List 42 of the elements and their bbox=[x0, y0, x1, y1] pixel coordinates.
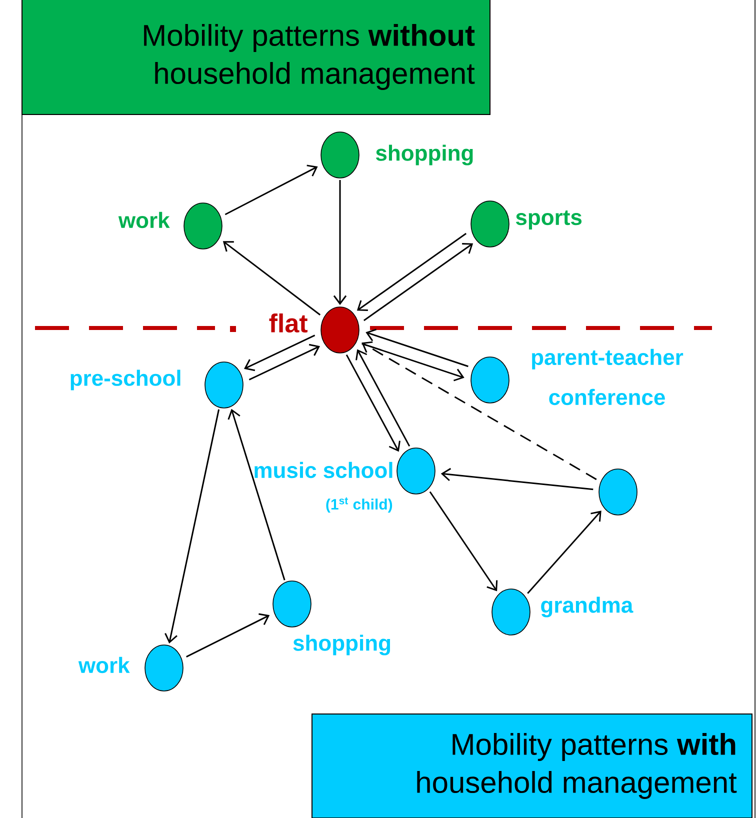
circle bbox=[470, 200, 510, 248]
arrow bbox=[346, 354, 400, 452]
circle-label: work bbox=[78, 656, 130, 674]
circle-label: pre-school bbox=[70, 370, 180, 390]
circle bbox=[396, 448, 436, 494]
arrow bbox=[164, 409, 220, 644]
circle bbox=[492, 588, 530, 636]
arrow bbox=[362, 341, 597, 480]
circle-label: flat bbox=[269, 313, 308, 333]
title-box: Mobility patterns with household management bbox=[312, 714, 752, 818]
arrow bbox=[429, 491, 498, 592]
arrow bbox=[363, 243, 474, 322]
arrow bbox=[356, 349, 410, 447]
arrow bbox=[248, 344, 320, 380]
arrow bbox=[440, 468, 594, 490]
circle-label: work bbox=[118, 212, 170, 228]
circle bbox=[204, 362, 244, 408]
arrow bbox=[222, 241, 321, 316]
circle bbox=[320, 132, 360, 178]
circle-label: shopping bbox=[293, 634, 390, 656]
circle bbox=[470, 356, 510, 404]
circle bbox=[598, 468, 638, 516]
circle-label: shopping bbox=[376, 144, 473, 166]
circle bbox=[144, 644, 184, 692]
circle-label: sports bbox=[516, 210, 582, 230]
circle bbox=[184, 202, 222, 250]
circle-label: parent-teacher conference bbox=[532, 348, 684, 406]
arrow bbox=[228, 408, 286, 580]
arrow bbox=[224, 164, 318, 216]
arrow bbox=[244, 334, 316, 372]
circle-label: grandma bbox=[541, 596, 634, 618]
arrow bbox=[333, 180, 347, 305]
circle-label: (1$^{st}$ child) bbox=[326, 497, 392, 513]
arrow bbox=[362, 342, 464, 382]
circle bbox=[320, 306, 360, 354]
arrow bbox=[186, 613, 270, 658]
circle-label: music school bbox=[254, 462, 392, 478]
title-box: Mobility patterns without household management bbox=[22, 0, 490, 115]
arrow bbox=[527, 510, 602, 594]
arrow bbox=[356, 232, 467, 311]
circle bbox=[272, 580, 312, 628]
arrow bbox=[366, 328, 468, 368]
